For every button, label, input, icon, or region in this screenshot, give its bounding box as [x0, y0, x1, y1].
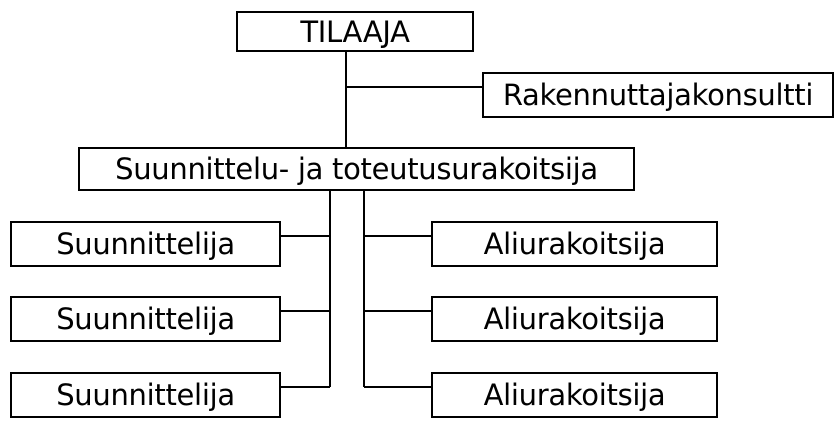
contractor-node: Suunnittelu- ja toteutusurakoitsija — [78, 147, 635, 191]
designer-node: Suunnittelija — [10, 372, 281, 418]
designer-label: Suunnittelija — [56, 378, 235, 412]
subcontractor-label: Aliurakoitsija — [483, 378, 666, 412]
contractor-label: Suunnittelu- ja toteutusurakoitsija — [115, 152, 598, 186]
subcontractor-label: Aliurakoitsija — [483, 227, 666, 261]
subcontractor-label: Aliurakoitsija — [483, 302, 666, 336]
rakennuttajakonsultti-label: Rakennuttajakonsultti — [502, 78, 814, 112]
designer-node: Suunnittelija — [10, 296, 281, 342]
designer-label: Suunnittelija — [56, 302, 235, 336]
tilaaja-label: TILAAJA — [300, 14, 410, 49]
designer-node: Suunnittelija — [10, 221, 281, 267]
subcontractor-node: Aliurakoitsija — [431, 296, 718, 342]
tilaaja-node: TILAAJA — [236, 11, 474, 52]
rakennuttajakonsultti-node: Rakennuttajakonsultti — [482, 72, 834, 118]
designer-label: Suunnittelija — [56, 227, 235, 261]
subcontractor-node: Aliurakoitsija — [431, 221, 718, 267]
subcontractor-node: Aliurakoitsija — [431, 372, 718, 418]
